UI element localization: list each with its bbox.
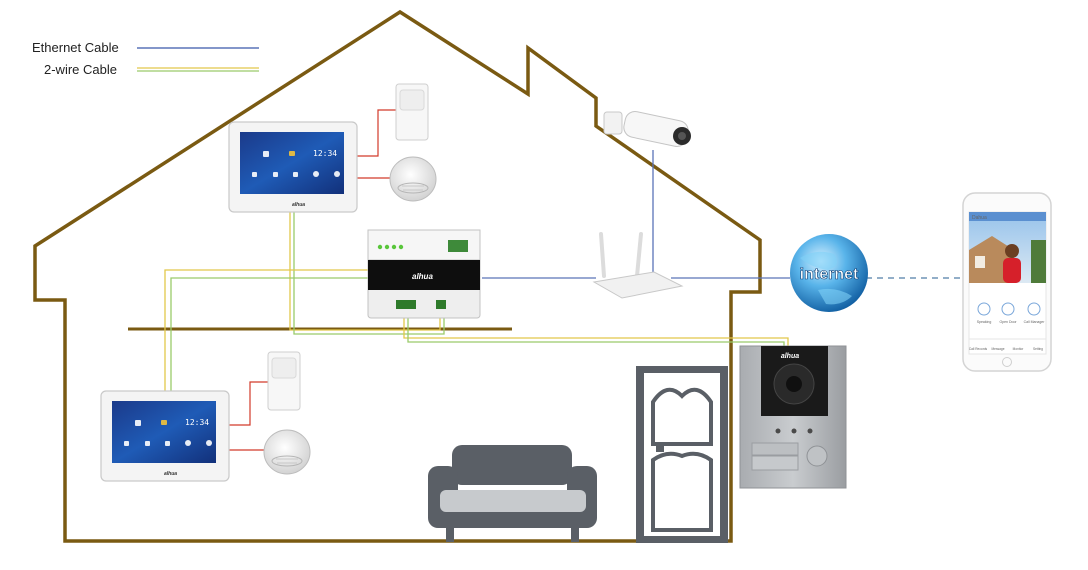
door [636, 366, 728, 543]
smoke-detector-lower [263, 429, 311, 475]
router-icon [592, 271, 684, 299]
ethernet-cables [482, 150, 790, 279]
globe-label: internet [800, 266, 859, 283]
door-station: alhua [739, 345, 847, 489]
monitor-brand: alhua [292, 202, 305, 208]
phone-tab-bar: Call Records Message Monitor Setting [969, 338, 1046, 351]
switch-brand: alhua [412, 272, 433, 281]
sensor-wires [229, 109, 396, 451]
internet-globe: internet [790, 234, 868, 312]
monitor-screen [240, 132, 344, 194]
monitor-clock: 12:34 [185, 418, 209, 427]
monitor-clock: 12:34 [313, 149, 337, 158]
phone-button-call-manager: Call Manager [1024, 320, 1046, 324]
legend: Ethernet Cable 2-wire Cable [32, 40, 259, 77]
sofa [428, 445, 597, 542]
smoke-detector-icon [263, 429, 311, 475]
phone-tab-message: Message [992, 347, 1005, 351]
smoke-detector-upper [389, 156, 437, 202]
house-outline [33, 9, 762, 543]
two-wire-cables [164, 210, 789, 392]
phone-button-open-door: Open Door [999, 320, 1017, 324]
indoor-monitor-upper: 12:34 alhua [228, 121, 358, 213]
pir-sensor-lower [267, 351, 301, 411]
monitor-app-icons [124, 420, 212, 446]
globe-icon [790, 234, 868, 312]
monitor-screen [112, 401, 216, 463]
monitor-brand: alhua [164, 471, 177, 477]
bullet-camera [603, 110, 691, 148]
door-station-brand: alhua [781, 353, 799, 360]
phone-action-buttons: Speaking Open Door Call Manager [977, 302, 1046, 324]
smoke-detector-icon [389, 156, 437, 202]
legend-ethernet-label: Ethernet Cable [32, 40, 119, 55]
monitor-app-icons [252, 151, 340, 177]
indoor-monitor-lower: 12:34 alhua [100, 390, 230, 482]
poe-switch: alhua [367, 229, 481, 319]
legend-two-wire-label: 2-wire Cable [44, 62, 117, 77]
phone-tab-setting: Setting [1033, 347, 1043, 351]
camera-mount [603, 111, 623, 135]
phone-tab-call-records: Call Records [969, 347, 988, 351]
router [592, 232, 684, 299]
phone-tab-monitor: Monitor [1013, 347, 1025, 351]
pir-sensor-upper [395, 83, 429, 141]
phone-home-button [1002, 357, 1012, 367]
phone-header: Dahua [972, 215, 987, 221]
phone-button-speaking: Speaking [977, 320, 992, 324]
sofa-icon [452, 445, 572, 485]
smartphone: Dahua Speaking Open Door Call Manager Ca… [962, 192, 1052, 372]
